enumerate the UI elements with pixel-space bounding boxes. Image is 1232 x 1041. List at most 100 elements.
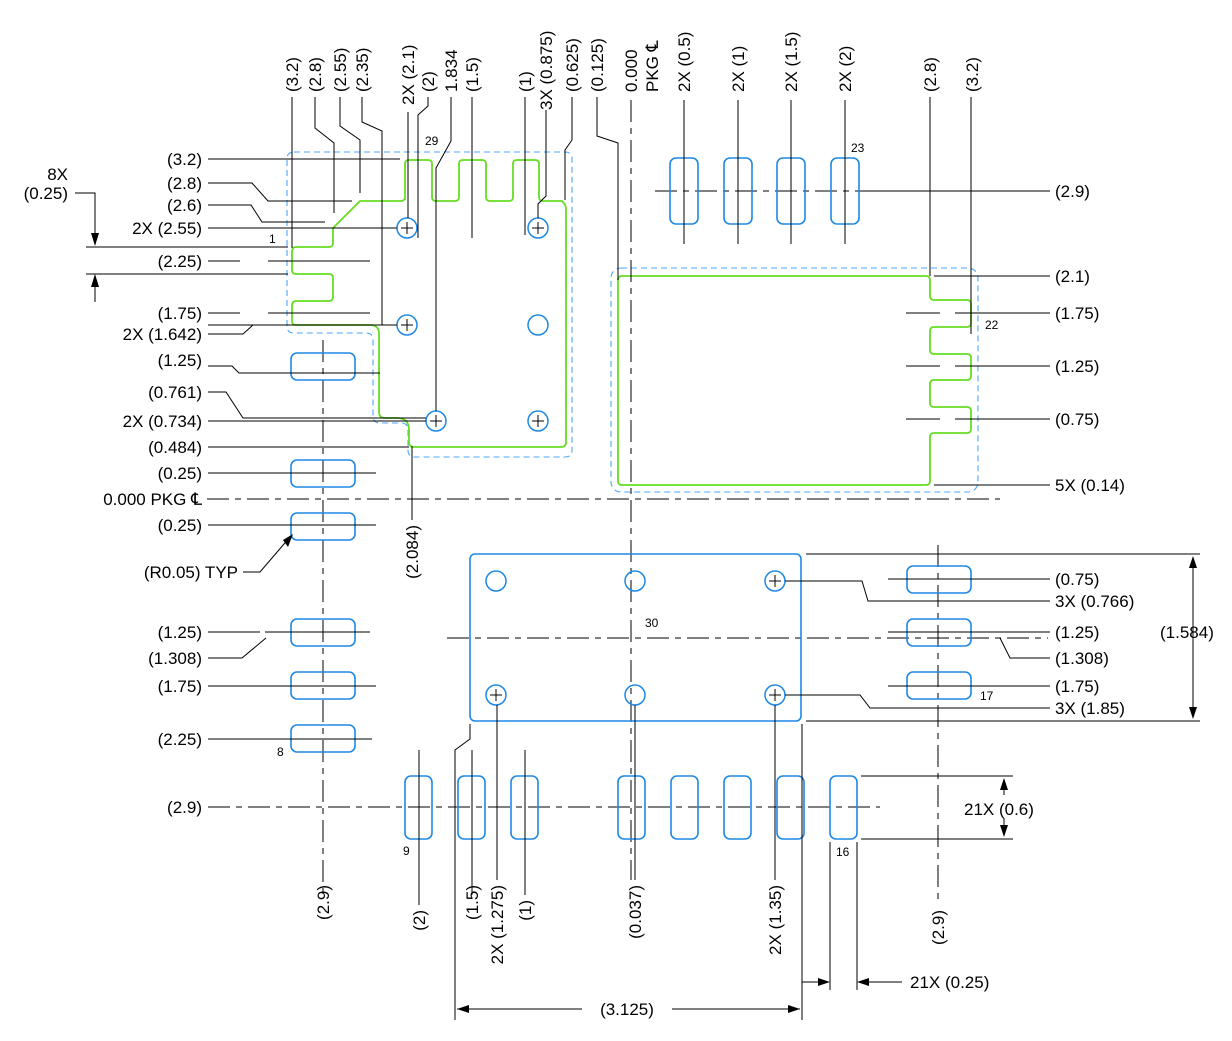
dim-label: (2.9) [929,910,948,945]
pin-number-17: 17 [980,689,994,703]
dim-label: (2.8) [921,57,940,92]
dim-label: (2.9) [1055,182,1090,201]
pad [290,352,356,381]
dim-label: (0.25) [158,464,202,483]
dim-label: (2) [410,910,429,931]
dim-label: (2.9) [167,798,202,817]
pad [670,775,699,840]
dim-label: (0.25) [24,184,68,203]
dim-label: 2X (1.642) [123,325,202,344]
pin-number-1: 1 [269,232,276,246]
dim-label: 0.000 [622,49,641,92]
dim-label: (0.484) [148,438,202,457]
dim-label: (1.25) [1055,623,1099,642]
pin-number-23: 23 [851,141,865,155]
via-plus [764,570,786,592]
keepout-outline-pad29 [286,151,573,458]
dim-label: (1.584) [1160,623,1214,642]
dim-label: (0.125) [588,38,607,92]
pin-number-22: 22 [985,318,999,332]
dim-label: 2X (1.5) [782,32,801,92]
dim-label: (1.5) [463,885,482,920]
dim-label: 5X (0.14) [1055,476,1125,495]
via-plus [527,410,549,432]
dim-label: 1.834 [442,49,461,92]
dim-label: (0.761) [148,383,202,402]
pad [723,775,752,840]
dim-label: (0.75) [1055,570,1099,589]
dim-label: (1.25) [158,351,202,370]
via-plus [425,410,447,432]
via-plus [396,314,418,336]
dim-label: (2.1) [1055,267,1090,286]
dim-label: 3X (1.85) [1055,699,1125,718]
pad [776,775,805,840]
dim-label: (0.75) [1055,410,1099,429]
top-dimension-labels: (3.2) (2.8) (2.55) (2.35) 2X (2.1) (2) 1… [283,31,982,110]
dim-label: (1) [516,900,535,921]
pin-numbers: 1 8 9 16 17 22 23 29 30 [269,134,999,859]
copper-outline-pad29 [291,159,567,448]
dim-label: 2X (0.734) [123,412,202,431]
dim-label: (3.2) [283,57,302,92]
vias [396,217,786,706]
dim-label: 0.000 PKG ℄ [103,490,202,509]
pin-number-16: 16 [836,845,850,859]
dim-label: (2.9) [314,885,333,920]
dim-label: 2X (2.55) [132,219,202,238]
pad [617,775,646,840]
bottom-dimension-labels: (2.9) (2) (1.5) 2X (1.275) (1) (0.037) 2… [314,525,948,1019]
dim-label: 3X (0.766) [1055,592,1134,611]
dim-label: PKG ℄ [643,40,662,92]
dim-label: (1.75) [158,677,202,696]
via-open [624,684,646,706]
dim-label: 8X [47,165,68,184]
dim-label: 21X (0.25) [910,973,989,992]
dim-label: 3X (0.875) [537,31,556,110]
dim-label: (1) [516,71,535,92]
via-plus [764,684,786,706]
dim-label: (1.308) [1055,649,1109,668]
dimension-lines [75,97,1200,1020]
pin-number-30: 30 [645,616,659,630]
pin-number-8: 8 [277,745,284,759]
dim-label: (1.5) [463,57,482,92]
via-open [624,570,646,592]
dim-label: (R0.05) TYP [144,563,238,582]
dim-label: (3.2) [963,57,982,92]
dim-label: 2X (2.1) [399,45,418,105]
via-plus [485,684,507,706]
dim-label: (2.8) [306,57,325,92]
dim-label: (2.084) [403,525,422,579]
dim-label: (1.75) [158,304,202,323]
dim-label: (3.125) [600,1000,654,1019]
dim-label: 21X (0.6) [964,800,1034,819]
dim-label: (2.35) [353,48,372,92]
dim-label: (2.25) [158,252,202,271]
dim-label: (3.2) [167,150,202,169]
dim-label: (1.308) [148,649,202,668]
via-open [485,570,507,592]
pad [829,775,858,840]
dim-label: (1.75) [1055,304,1099,323]
dim-label: (1.25) [1055,357,1099,376]
dim-label: (0.625) [563,38,582,92]
dim-label: (1.75) [1055,677,1099,696]
copper-outline-pad22 [617,275,972,486]
dim-label: (2) [419,71,438,92]
dim-label: (0.25) [158,516,202,535]
dim-label: (0.037) [626,885,645,939]
via-plus [396,217,418,239]
dim-label: (2.25) [158,730,202,749]
bottom-pads [404,750,858,905]
dim-label: 2X (2) [836,46,855,92]
dim-label: (1.25) [158,623,202,642]
dim-label: 2X (1.275) [488,885,507,964]
keepout-outline-pad22 [610,267,979,493]
pin-number-29: 29 [425,134,439,148]
right-dimension-labels: (2.9) (2.1) (1.75) (1.25) (0.75) 5X (0.1… [910,182,1214,992]
via-open [527,314,549,336]
dim-label: 2X (1) [729,46,748,92]
pad [290,512,356,541]
